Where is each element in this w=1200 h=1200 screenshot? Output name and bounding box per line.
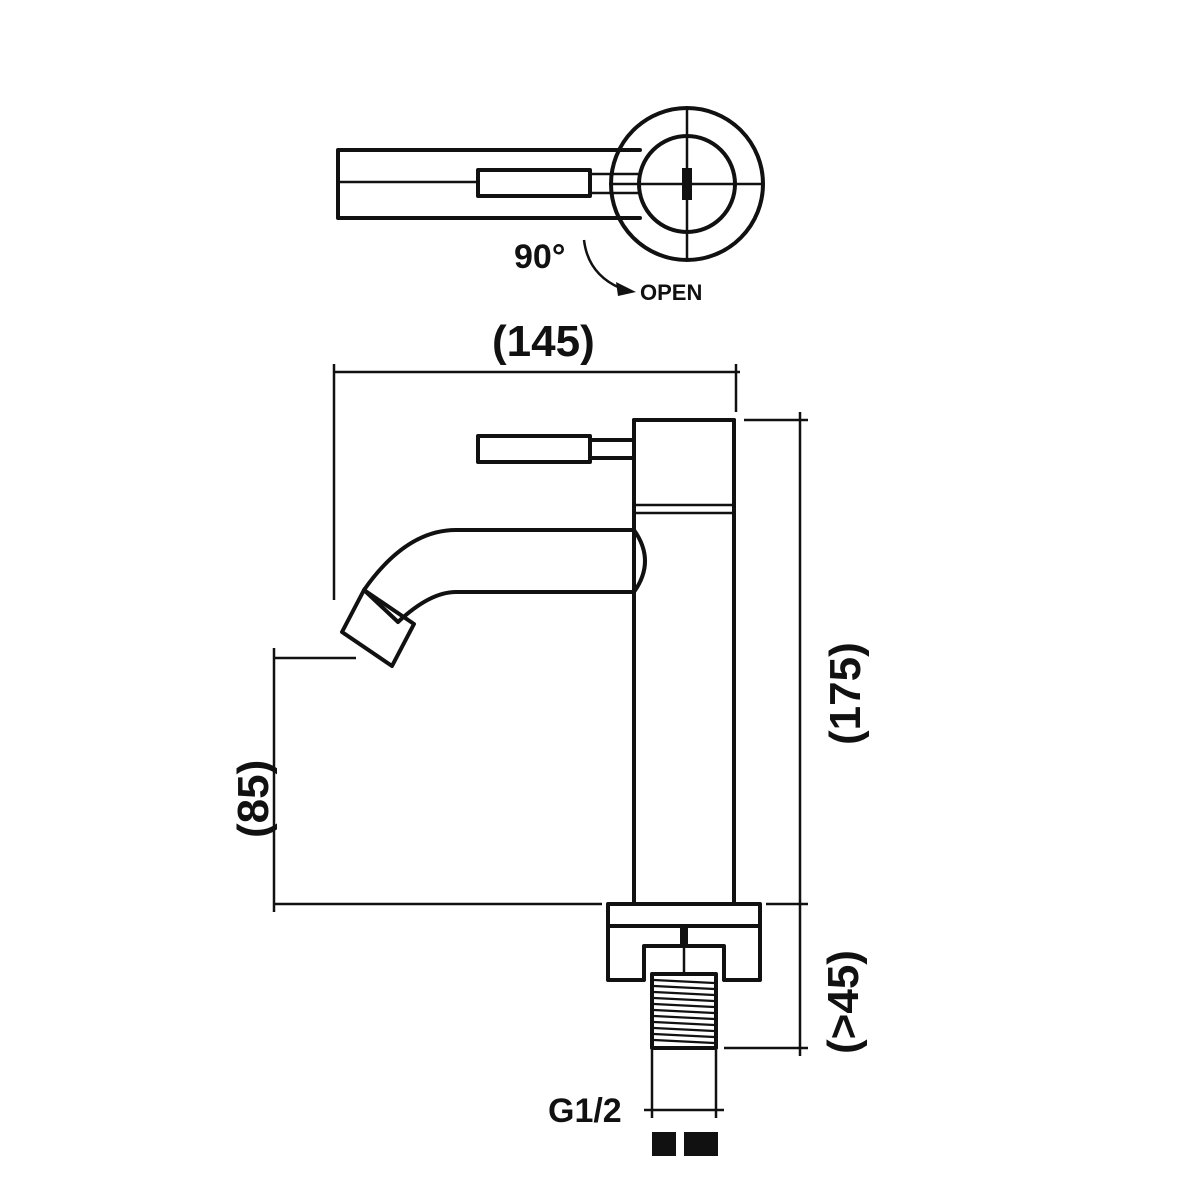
height-label: (175) (821, 642, 870, 745)
thread-line (653, 1014, 715, 1021)
spout (362, 528, 636, 624)
top-view-handle (476, 168, 592, 198)
thread-line (653, 1008, 715, 1015)
dimension-lines: (145) (175) (85) (>45) G1/2 (229, 317, 870, 1130)
thread-line (653, 1032, 715, 1039)
base-nut-left (606, 924, 684, 982)
shank-threads (653, 978, 715, 1045)
thread-line (653, 1026, 715, 1033)
top-view-center-mark (682, 168, 692, 200)
thread-line (653, 1020, 715, 1027)
thread-line (653, 996, 715, 1003)
base-nut-right (684, 924, 762, 982)
thread-line (653, 990, 715, 997)
threaded-shank (650, 972, 718, 1050)
top-view: 90° OPEN (336, 106, 765, 305)
base-flange (606, 902, 762, 928)
bottom-washer-left (652, 1132, 676, 1156)
thread-line (653, 1038, 715, 1045)
side-handle-neck (588, 438, 636, 460)
rotation-arrow-head (616, 282, 636, 296)
spout-joint (632, 528, 647, 594)
aerator (340, 588, 416, 668)
top-view-lever (336, 148, 642, 220)
width-label: (145) (492, 317, 595, 366)
thread-line (653, 978, 715, 985)
side-view (340, 418, 762, 1156)
thread-size-label: G1/2 (548, 1092, 622, 1130)
open-label: OPEN (640, 280, 702, 305)
rotation-arrow (582, 239, 621, 290)
thread-line (653, 984, 715, 991)
thread-length-label: (>45) (819, 950, 868, 1054)
thread-line (653, 1002, 715, 1009)
side-handle-grip (476, 434, 592, 464)
bottom-washer-right (684, 1132, 718, 1156)
rotation-label: 90° (514, 238, 565, 276)
spout-height-label: (85) (229, 760, 278, 838)
